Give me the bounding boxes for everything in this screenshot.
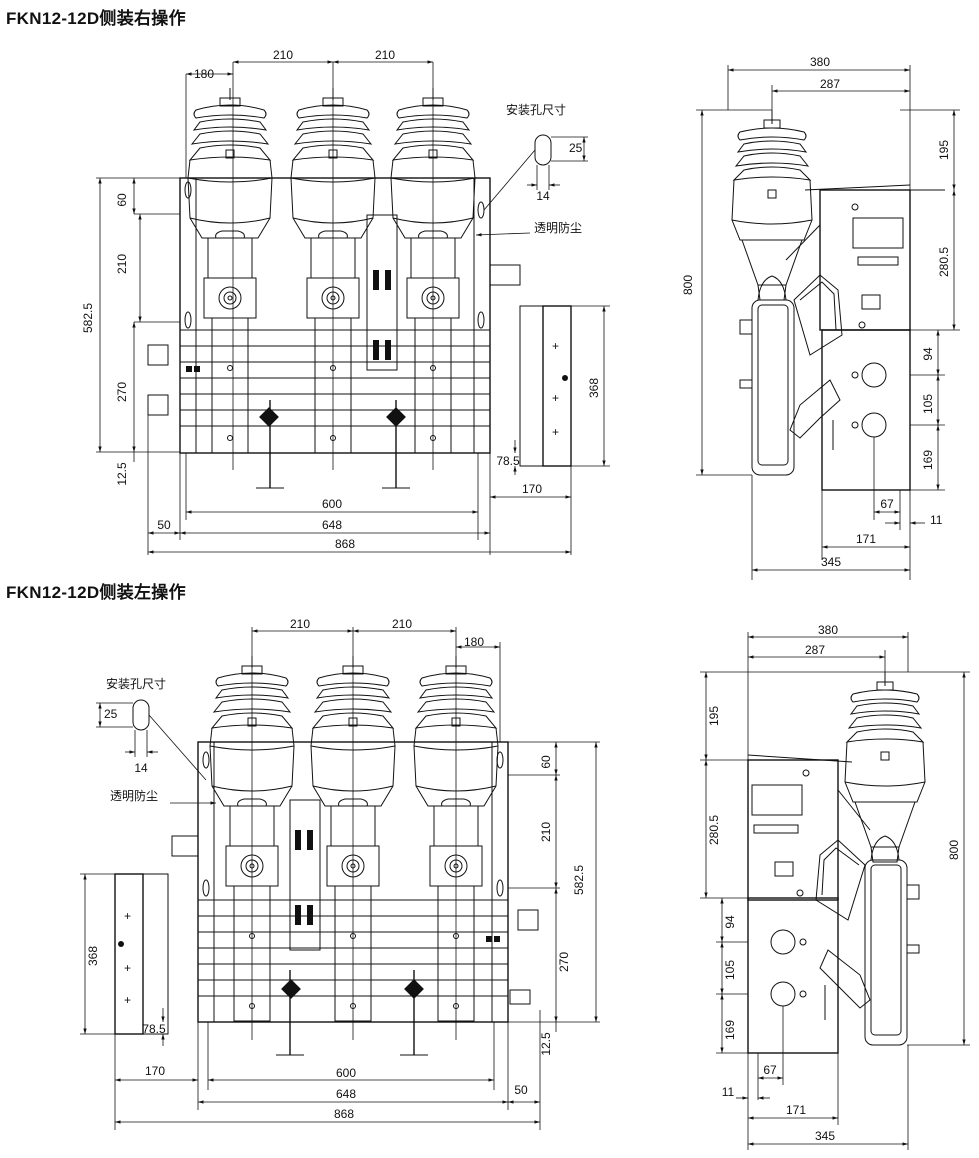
- label-transparent-dustproof-l: 透明防尘: [110, 788, 158, 803]
- dim-front-r-582: 582.5: [81, 303, 95, 333]
- dim-front-l-14: 14: [134, 761, 148, 775]
- dim-front-l-25: 25: [104, 707, 118, 721]
- dim-front-r-210b: 210: [375, 48, 395, 62]
- label-transparent-dustproof-r: 透明防尘: [534, 220, 582, 235]
- dim-side-l-67: 67: [763, 1063, 777, 1077]
- title-right-operation: FKN12-12D侧装右操作: [6, 9, 186, 28]
- side-view-right-operation: 380 287 800 195 280.5 94 105 169 67 11 1…: [681, 55, 960, 580]
- dim-front-r-14: 14: [536, 189, 550, 203]
- dim-front-l-60: 60: [539, 755, 553, 769]
- dim-side-l-380: 380: [818, 623, 838, 637]
- svg-text:+: +: [124, 993, 131, 1007]
- dim-front-r-648: 648: [322, 518, 342, 532]
- dim-front-r-368: 368: [587, 378, 601, 398]
- dim-front-l-600: 600: [336, 1066, 356, 1080]
- dim-front-l-868: 868: [334, 1107, 354, 1121]
- dim-side-r-800: 800: [681, 275, 695, 295]
- dim-front-l-270: 270: [557, 952, 571, 972]
- dim-side-r-280-5: 280.5: [937, 247, 951, 277]
- dim-front-l-648: 648: [336, 1087, 356, 1101]
- dim-front-r-12-5: 12.5: [115, 462, 129, 486]
- dim-front-l-78-5: 78.5: [142, 1022, 166, 1036]
- front-view-right-operation: + + + 180 210 210 60 210 582.5 270 12.5 …: [81, 48, 610, 555]
- svg-text:+: +: [124, 961, 131, 975]
- dim-front-l-368: 368: [86, 946, 100, 966]
- label-mounting-hole-l: 安装孔尺寸: [106, 676, 166, 691]
- dim-side-r-94: 94: [921, 347, 935, 361]
- dim-front-l-50: 50: [514, 1083, 528, 1097]
- dim-side-r-287: 287: [820, 77, 840, 91]
- dim-front-l-12-5: 12.5: [539, 1032, 553, 1056]
- dim-front-r-25: 25: [569, 141, 583, 155]
- svg-text:+: +: [552, 391, 559, 405]
- dim-side-l-171: 171: [786, 1103, 806, 1117]
- dim-front-r-210v: 210: [115, 254, 129, 274]
- title-left-operation: FKN12-12D侧装左操作: [6, 583, 186, 602]
- dim-side-l-280-5: 280.5: [707, 815, 721, 845]
- dim-front-r-600: 600: [322, 497, 342, 511]
- dim-front-r-50: 50: [157, 518, 171, 532]
- svg-text:+: +: [552, 425, 559, 439]
- dim-side-r-345: 345: [821, 555, 841, 569]
- dim-side-l-94: 94: [723, 915, 737, 929]
- dim-front-l-180: 180: [464, 635, 484, 649]
- dim-side-r-195: 195: [937, 140, 951, 160]
- dim-side-r-11: 11: [930, 513, 943, 527]
- svg-text:+: +: [124, 909, 131, 923]
- dim-side-r-105: 105: [921, 394, 935, 414]
- dim-side-l-800: 800: [947, 840, 961, 860]
- dim-side-r-171: 171: [856, 532, 876, 546]
- dim-front-r-60: 60: [115, 193, 129, 207]
- label-mounting-hole-r: 安装孔尺寸: [506, 102, 566, 117]
- dim-front-r-210a: 210: [273, 48, 293, 62]
- dim-front-l-210b: 210: [392, 617, 412, 631]
- dim-front-r-170: 170: [522, 482, 542, 496]
- dim-side-l-195: 195: [707, 706, 721, 726]
- dim-front-l-170: 170: [145, 1064, 165, 1078]
- svg-text:+: +: [552, 339, 559, 353]
- dim-side-r-380: 380: [810, 55, 830, 69]
- dim-front-r-180: 180: [194, 67, 214, 81]
- dim-side-l-105: 105: [723, 960, 737, 980]
- dim-side-l-169: 169: [723, 1020, 737, 1040]
- dim-front-r-270: 270: [115, 382, 129, 402]
- dim-front-l-210v: 210: [539, 822, 553, 842]
- side-view-left-operation: 380 287 195 280.5 800 94 105 169 67 11 1…: [700, 623, 970, 1150]
- dim-front-r-868: 868: [335, 537, 355, 551]
- front-view-left-operation: + + + 210 210 180 安装孔尺寸 25 14 透明防尘 60 21…: [80, 617, 600, 1130]
- dim-side-l-345: 345: [815, 1129, 835, 1143]
- dim-side-l-287: 287: [805, 643, 825, 657]
- dim-front-r-78-5: 78.5: [496, 454, 520, 468]
- dim-side-l-11: 11: [722, 1085, 735, 1099]
- dim-side-r-67: 67: [880, 497, 894, 511]
- dim-front-l-582: 582.5: [572, 865, 586, 895]
- dim-side-r-169: 169: [921, 450, 935, 470]
- dim-front-l-210a: 210: [290, 617, 310, 631]
